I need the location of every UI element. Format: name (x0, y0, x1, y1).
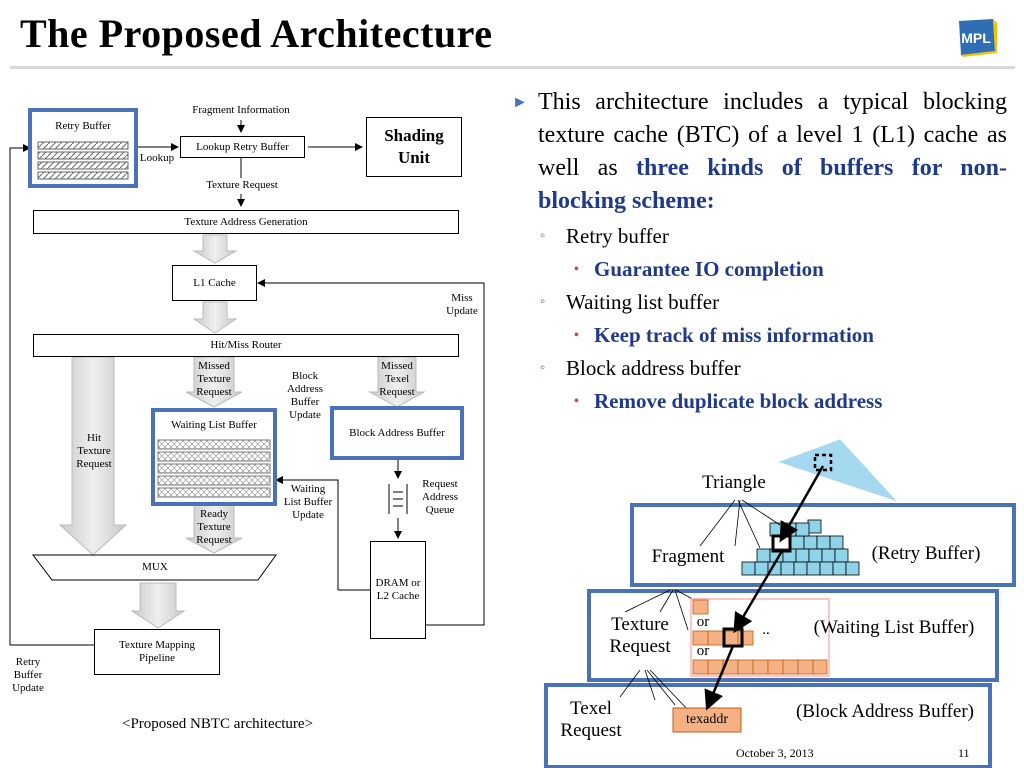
detail-bullet-retry: • Guarantee IO completion (512, 255, 1007, 284)
gray-arrow-l1 (192, 234, 238, 264)
mpl-logo: MPL (959, 19, 997, 57)
texel-request-caption: Texel Request (560, 698, 622, 741)
missed-texture-request-label: Missed Texture Request (196, 360, 232, 398)
arrow-fragment-to-waiting (733, 550, 784, 634)
lookup-label: Lookup (139, 152, 175, 164)
waiting-list-cells (692, 599, 828, 675)
or-label-2: or (696, 643, 710, 659)
block-address-buffer-update-label: Block Address Buffer Update (286, 370, 324, 421)
retry-buffer-frame (28, 108, 138, 188)
retry-buffer-label: Retry Buffer (55, 120, 111, 132)
fragment-information-label: Fragment Information (192, 104, 290, 116)
block-address-buffer-frame (330, 406, 464, 460)
detail-label: Remove duplicate block address (594, 389, 883, 413)
waiting-list-buffer-frame (151, 408, 277, 506)
detail-label: Keep track of miss information (594, 323, 874, 347)
title-divider (10, 66, 1015, 69)
hit-texture-request-label: Hit Texture Request (76, 432, 112, 470)
diagram-caption: <Proposed NBTC architecture> (122, 716, 314, 732)
arrow-triangle-to-fragment (779, 465, 825, 543)
bullet-arrow-icon: ► (512, 94, 528, 111)
block-address-buffer-box: Block Address Buffer (334, 410, 460, 456)
gray-arrow-missed-texel (368, 356, 426, 408)
texture-request-caption: Texture Request (609, 614, 671, 657)
retry-buffer-update-label: Retry Buffer Update (12, 656, 44, 694)
waiting-list-buffer-caption: (Waiting List Buffer) (813, 617, 975, 638)
fragment-label: Fragment (651, 546, 725, 567)
detail-bullet-waiting: • Keep track of miss information (512, 321, 1007, 350)
detail-label: Guarantee IO completion (594, 257, 824, 281)
detail-bullet-block: • Remove duplicate block address (512, 387, 1007, 416)
l1-cache-box: L1 Cache (172, 265, 257, 301)
gray-arrow-mapping (130, 582, 186, 629)
arrow-waiting-to-texaddr (704, 645, 735, 711)
gray-arrow-router (192, 301, 238, 334)
intro-highlight: three kinds of buffers for non-blocking … (538, 155, 1007, 214)
block-address-illustration-frame (544, 683, 992, 768)
gray-arrow-ready (185, 502, 243, 554)
dot-bullet-icon: • (574, 328, 579, 343)
hit-miss-router-box: Hit/Miss Router (33, 334, 459, 357)
texaddr-box (672, 707, 742, 733)
sub-bullet-waiting: ◦ Waiting list buffer (512, 288, 1007, 317)
ring-bullet-icon: ◦ (540, 360, 546, 376)
triangle-label: Triangle (702, 472, 766, 493)
sub-bullet-retry: ◦ Retry buffer (512, 222, 1007, 251)
ring-bullet-icon: ◦ (540, 228, 546, 244)
gray-arrow-missed-texture (185, 356, 243, 408)
block-address-buffer-caption: (Block Address Buffer) (795, 701, 974, 722)
mux-shape (31, 554, 277, 581)
gray-arrow-hit (58, 356, 128, 556)
page-title: The Proposed Architecture (20, 11, 493, 56)
sub-bullet-label: Waiting list buffer (566, 290, 720, 314)
triangle-pixel-marker (813, 453, 833, 472)
intro-bullet: ► This architecture includes a typical b… (512, 86, 1007, 218)
intro-text: This architecture includes a typical blo… (538, 89, 1007, 181)
dram-l2-cache-box: DRAM or L2 Cache (370, 541, 426, 639)
miss-update-label: Miss Update (446, 292, 478, 317)
texture-address-generation-box: Texture Address Generation (33, 210, 459, 234)
missed-texel-request-label: Missed Texel Request (379, 360, 415, 398)
page-number: 11 (958, 746, 970, 760)
dot-bullet-icon: • (574, 394, 579, 409)
texture-mapping-pipeline-box: Texture Mapping Pipeline (94, 629, 220, 675)
bullet-list: ► This architecture includes a typical b… (512, 86, 1007, 416)
ellipsis-label: .. (762, 622, 770, 638)
ring-bullet-icon: ◦ (540, 294, 546, 310)
waiting-list-buffer-label: Waiting List Buffer (171, 419, 257, 431)
request-address-queue-label: Request Address Queue (421, 478, 459, 516)
or-label-1: or (696, 614, 710, 630)
lookup-retry-buffer-box: Lookup Retry Buffer (180, 136, 305, 158)
dot-bullet-icon: • (574, 262, 579, 277)
footer-date: October 3, 2013 (736, 746, 814, 760)
shading-unit-box: Shading Unit (366, 117, 462, 177)
sub-bullet-label: Retry buffer (566, 224, 669, 248)
retry-buffer-caption: (Retry Buffer) (871, 543, 981, 564)
texture-request-label: Texture Request (206, 179, 278, 191)
mux-label: MUX (142, 561, 168, 573)
triangle-shape (778, 439, 897, 502)
texaddr-label: texaddr (686, 712, 728, 727)
waiting-list-region (690, 598, 830, 677)
sub-bullet-block: ◦ Block address buffer (512, 354, 1007, 383)
sub-bullet-label: Block address buffer (566, 356, 741, 380)
logo-text: MPL (961, 30, 991, 46)
waiting-list-buffer-update-label: Waiting List Buffer Update (283, 483, 333, 521)
ready-texture-request-label: Ready Texture Request (196, 508, 232, 546)
